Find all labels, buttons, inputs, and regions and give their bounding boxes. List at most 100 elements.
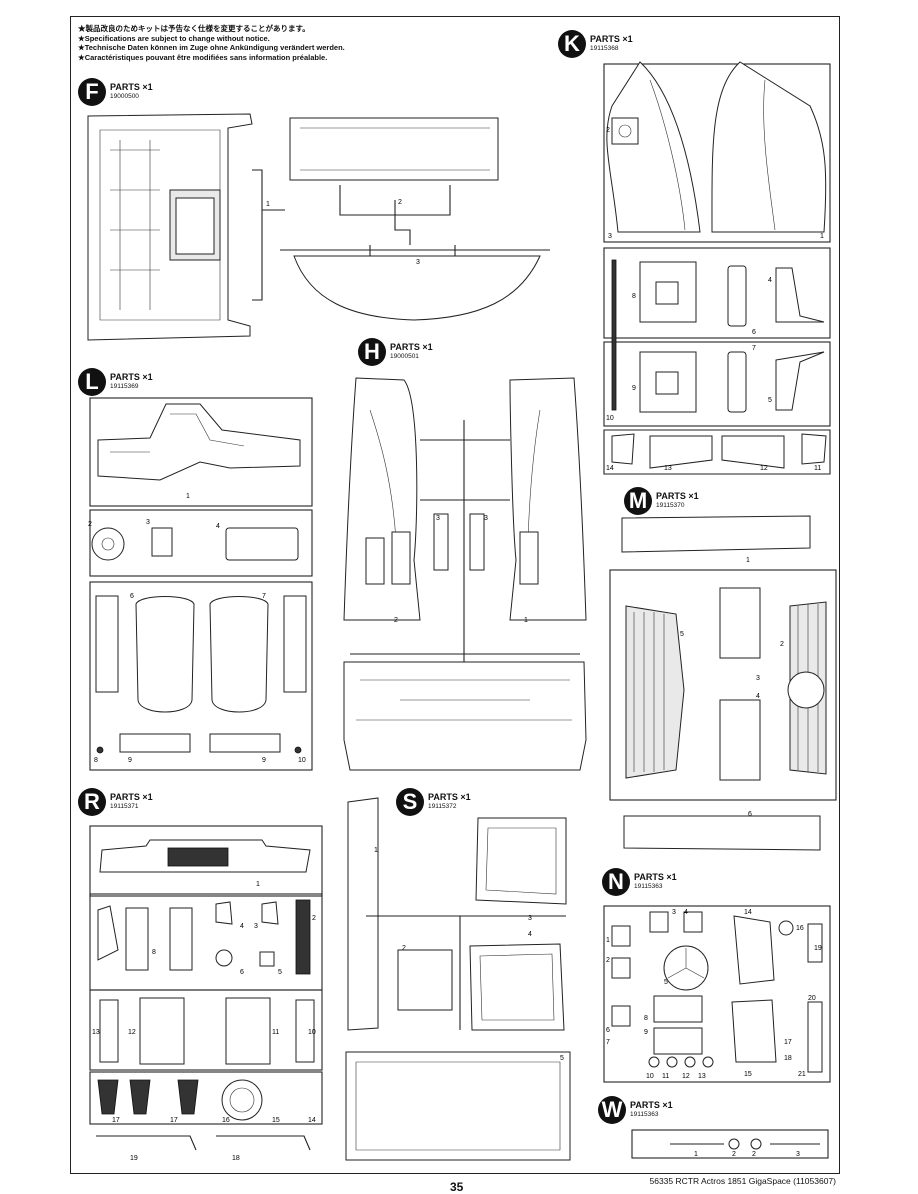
svg-text:19: 19 — [130, 1155, 138, 1162]
svg-text:1: 1 — [256, 881, 260, 888]
svg-text:10: 10 — [308, 1029, 316, 1036]
svg-text:8: 8 — [152, 949, 156, 956]
parts-title: PARTS ×1 — [428, 792, 471, 802]
svg-text:8: 8 — [644, 1015, 648, 1022]
parts-title: PARTS ×1 — [390, 342, 433, 352]
sprue-n-drawing: 1 2 3 4 5 14 16 19 6 7 8 9 15 17 18 20 2… — [603, 905, 831, 1083]
svg-text:11: 11 — [272, 1029, 279, 1036]
svg-text:16: 16 — [796, 925, 804, 932]
parts-number: 19115370 — [656, 502, 685, 509]
svg-text:4: 4 — [240, 923, 244, 930]
page-frame — [70, 16, 840, 1174]
svg-text:1: 1 — [746, 557, 750, 564]
svg-text:4: 4 — [216, 523, 220, 530]
note-en: ★Specifications are subject to change wi… — [78, 33, 270, 43]
svg-text:5: 5 — [768, 397, 772, 404]
footer-manual-id: 56335 RCTR Actros 1851 GigaSpace (110536… — [649, 1176, 837, 1186]
parts-letter-badge: K — [558, 30, 586, 58]
sprue-k-drawing: 2 3 1 8 9 6 7 4 5 10 14 13 12 11 — [603, 61, 831, 475]
svg-text:13: 13 — [92, 1029, 100, 1036]
parts-number: 19115368 — [590, 45, 619, 52]
note-de: ★Technische Daten können im Zuge ohne An… — [78, 43, 345, 53]
svg-text:3: 3 — [436, 515, 440, 522]
parts-number: 19000500 — [110, 93, 139, 100]
svg-text:1: 1 — [186, 493, 190, 500]
sprue-w-drawing: 1 2 2 3 — [631, 1129, 829, 1159]
svg-text:7: 7 — [262, 593, 266, 600]
svg-text:10: 10 — [298, 757, 306, 764]
svg-text:6: 6 — [606, 1027, 610, 1034]
svg-text:12: 12 — [128, 1029, 136, 1036]
svg-text:1: 1 — [694, 1151, 698, 1158]
svg-text:1: 1 — [820, 233, 824, 240]
parts-letter-badge: H — [358, 338, 386, 366]
note-fr: ★Caractéristiques pouvant être modifiées… — [78, 52, 328, 62]
svg-text:4: 4 — [768, 277, 772, 284]
svg-text:14: 14 — [308, 1117, 316, 1124]
parts-title: PARTS ×1 — [590, 34, 633, 44]
svg-text:4: 4 — [684, 909, 688, 916]
svg-text:3: 3 — [484, 515, 488, 522]
parts-title: PARTS ×1 — [656, 491, 699, 501]
svg-text:6: 6 — [752, 329, 756, 336]
svg-text:13: 13 — [664, 465, 672, 472]
svg-text:9: 9 — [632, 385, 636, 392]
svg-text:8: 8 — [632, 293, 636, 300]
svg-text:2: 2 — [398, 199, 402, 206]
svg-text:14: 14 — [744, 909, 752, 916]
svg-text:5: 5 — [664, 979, 668, 986]
svg-text:5: 5 — [560, 1055, 564, 1062]
parts-letter-badge: M — [624, 487, 652, 515]
svg-text:2: 2 — [312, 915, 316, 922]
svg-text:2: 2 — [780, 641, 784, 648]
parts-title: PARTS ×1 — [634, 872, 677, 882]
parts-letter-badge: R — [78, 788, 106, 816]
sprue-h-drawing: 2 1 3 3 4 — [343, 377, 587, 771]
svg-text:20: 20 — [808, 995, 816, 1002]
parts-title: PARTS ×1 — [110, 82, 153, 92]
svg-text:1: 1 — [374, 847, 378, 854]
svg-text:3: 3 — [254, 923, 258, 930]
svg-text:1: 1 — [524, 617, 528, 624]
parts-number: 19115363 — [630, 1111, 659, 1118]
svg-text:3: 3 — [796, 1151, 800, 1158]
parts-title: PARTS ×1 — [630, 1100, 673, 1110]
svg-text:8: 8 — [94, 757, 98, 764]
svg-text:2: 2 — [752, 1151, 756, 1158]
page-number: 35 — [450, 1180, 464, 1194]
sprue-s-drawing: 1 3 4 2 5 — [345, 797, 571, 1161]
svg-text:6: 6 — [130, 593, 134, 600]
svg-text:2: 2 — [732, 1151, 736, 1158]
sprue-f-drawing: 1 2 3 — [87, 113, 550, 341]
svg-text:5: 5 — [278, 969, 282, 976]
svg-text:2: 2 — [606, 127, 610, 134]
svg-text:1: 1 — [266, 201, 270, 208]
parts-number: 19115369 — [110, 383, 139, 390]
svg-text:3: 3 — [672, 909, 676, 916]
note-jp: ★製品改良のためキットは予告なく仕様を変更することがあります。 — [78, 24, 310, 33]
svg-text:2: 2 — [606, 957, 610, 964]
svg-text:18: 18 — [232, 1155, 240, 1162]
svg-text:13: 13 — [698, 1073, 706, 1080]
sprue-l-drawing: 1 2 3 4 6 7 9 9 8 10 — [88, 397, 313, 771]
svg-text:14: 14 — [606, 465, 614, 472]
svg-text:9: 9 — [262, 757, 266, 764]
parts-title: PARTS ×1 — [110, 372, 153, 382]
svg-text:21: 21 — [798, 1071, 806, 1078]
parts-number: 19000501 — [390, 353, 419, 360]
parts-letter-badge: N — [602, 868, 630, 896]
parts-letter-badge: S — [396, 788, 424, 816]
svg-text:6: 6 — [240, 969, 244, 976]
svg-text:7: 7 — [606, 1039, 610, 1046]
spec-notes: ★製品改良のためキットは予告なく仕様を変更することがあります。 ★Specifi… — [78, 24, 345, 62]
svg-text:12: 12 — [760, 465, 768, 472]
svg-text:1: 1 — [606, 937, 610, 944]
parts-number: 19115371 — [110, 803, 139, 810]
